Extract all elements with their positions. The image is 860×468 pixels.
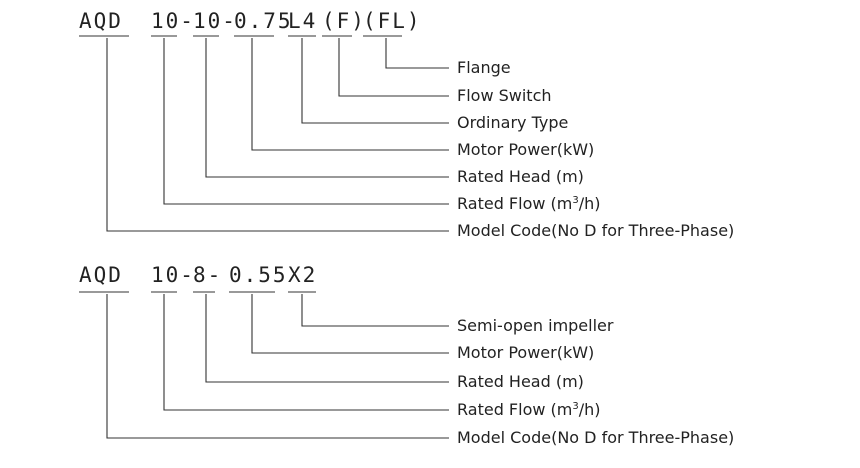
field-label: Ordinary Type bbox=[457, 113, 568, 132]
code-segment: 10- bbox=[151, 9, 195, 33]
code-segment: 10- bbox=[193, 9, 237, 33]
field-label: Rated Head (m) bbox=[457, 167, 584, 186]
field-label: Rated Flow (m3/h) bbox=[457, 400, 601, 419]
field-label: Semi-open impeller bbox=[457, 316, 614, 335]
code-segment: AQD bbox=[79, 9, 123, 33]
leader-line bbox=[251, 294, 449, 354]
code-segment: 10- bbox=[151, 263, 195, 287]
leader-line bbox=[205, 294, 449, 383]
leader-line bbox=[338, 38, 449, 97]
code-segment: X2 bbox=[288, 263, 317, 287]
code-segment: (FL) bbox=[363, 9, 422, 33]
field-label: Model Code(No D for Three-Phase) bbox=[457, 428, 734, 447]
code-segment: 8- bbox=[193, 263, 222, 287]
leader-line bbox=[205, 38, 449, 178]
code-segment: AQD bbox=[79, 263, 123, 287]
leader-line bbox=[106, 38, 449, 232]
code-segment: 0.75 bbox=[234, 9, 293, 33]
field-label: Rated Flow (m3/h) bbox=[457, 194, 601, 213]
field-label: Motor Power(kW) bbox=[457, 140, 594, 159]
leader-line bbox=[106, 294, 449, 439]
code-segment: 0.55 bbox=[229, 263, 288, 287]
leader-line bbox=[251, 38, 449, 151]
leader-line bbox=[385, 38, 449, 69]
field-label: Rated Head (m) bbox=[457, 372, 584, 391]
leader-line bbox=[301, 38, 449, 124]
leader-line bbox=[301, 294, 449, 327]
field-label: Motor Power(kW) bbox=[457, 343, 594, 362]
code-segment: (F) bbox=[322, 9, 366, 33]
code-segment: L4 bbox=[288, 9, 317, 33]
field-label: Model Code(No D for Three-Phase) bbox=[457, 221, 734, 240]
leader-line bbox=[163, 38, 449, 205]
leader-line bbox=[163, 294, 449, 411]
field-label: Flange bbox=[457, 58, 511, 77]
field-label: Flow Switch bbox=[457, 86, 552, 105]
